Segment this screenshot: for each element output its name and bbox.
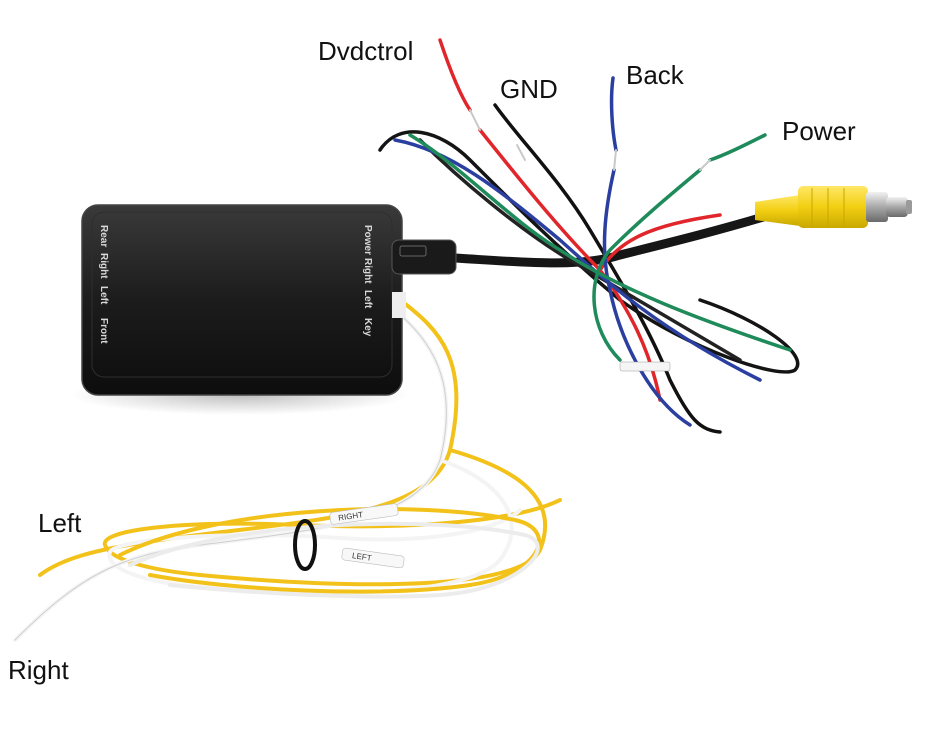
callout-gnd: GND — [500, 74, 558, 104]
callout-right: Right — [8, 655, 69, 685]
audio-wires: RIGHT LEFT — [13, 298, 562, 642]
main-cable — [450, 210, 775, 268]
usb-connector — [391, 239, 457, 275]
label-key: Key — [362, 318, 373, 337]
rca-plug — [755, 186, 912, 228]
label-front: Front — [98, 318, 109, 344]
right-wire-loop — [128, 521, 540, 599]
label-right-out: Right — [362, 258, 373, 284]
control-module: Front Left Right Rear Key Left Right Pow… — [81, 204, 457, 396]
label-power: Power — [362, 225, 373, 255]
wire-tag-right: RIGHT — [329, 503, 399, 525]
callout-left: Left — [38, 508, 82, 538]
label-right-in: Right — [98, 253, 109, 279]
wire-tag-left-text: LEFT — [352, 551, 373, 563]
zip-tie — [293, 519, 317, 571]
wire-tag-left: LEFT — [341, 547, 405, 569]
power-wire — [592, 133, 767, 362]
back-wire — [602, 76, 692, 427]
callout-power: Power — [782, 116, 856, 146]
callout-dvdctrol: Dvdctrol — [318, 36, 414, 66]
label-left-out: Left — [362, 290, 373, 309]
label-rear: Rear — [98, 225, 109, 247]
wire-tag-right-text: RIGHT — [338, 510, 364, 522]
signal-wires — [378, 38, 800, 434]
label-left-in: Left — [98, 286, 109, 305]
callout-back: Back — [626, 60, 684, 90]
